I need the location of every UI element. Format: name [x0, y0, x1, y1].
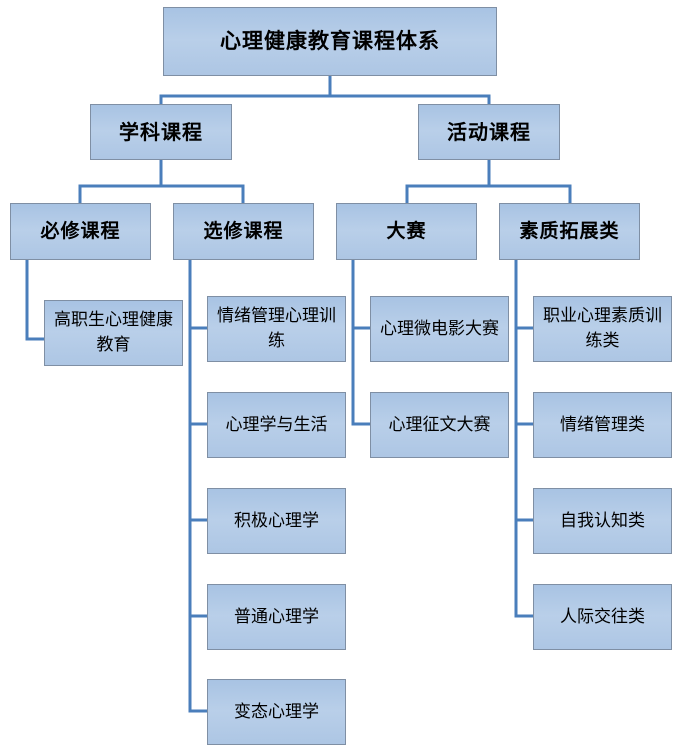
leaf-label: 普通心理学	[234, 606, 319, 627]
leaf-label: 心理征文大赛	[388, 414, 491, 435]
leaf-biantai-xinlixue[interactable]: 变态心理学	[207, 679, 346, 745]
leaf-jiji-xinlixue[interactable]: 积极心理学	[207, 488, 346, 554]
leaf-label: 情绪管理类	[560, 414, 645, 435]
leaf-label: 高职生心理健康教育	[54, 310, 173, 355]
leaf-zhiye-xinli-suzhi-xunlian-lei[interactable]: 职业心理素质训练类	[533, 296, 672, 362]
node-suzhi-tuozhan-label: 素质拓展类	[519, 219, 620, 242]
leaf-label: 人际交往类	[560, 606, 645, 627]
leaf-xinli-weidianying-dasai[interactable]: 心理微电影大赛	[370, 296, 509, 362]
node-root[interactable]: 心理健康教育课程体系	[163, 7, 497, 76]
leaf-renji-jiaowang-lei[interactable]: 人际交往类	[533, 584, 672, 650]
leaf-label: 情绪管理心理训练	[217, 306, 336, 351]
node-xuanxiu-kecheng[interactable]: 选修课程	[173, 203, 314, 260]
node-xuanxiu-kecheng-label: 选修课程	[203, 219, 284, 242]
leaf-label: 积极心理学	[234, 510, 319, 531]
node-dasai-label: 大赛	[386, 219, 427, 242]
leaf-xinlixue-yu-shenghuo[interactable]: 心理学与生活	[207, 392, 346, 458]
leaf-qingxu-guanli-lei[interactable]: 情绪管理类	[533, 392, 672, 458]
node-xueke-kecheng-label: 学科课程	[119, 119, 203, 144]
leaf-qingxu-guanli-xinli-xunlian[interactable]: 情绪管理心理训练	[207, 296, 346, 362]
node-huodong-kecheng-label: 活动课程	[447, 119, 531, 144]
node-bixiu-kecheng[interactable]: 必修课程	[10, 203, 151, 260]
node-suzhi-tuozhan[interactable]: 素质拓展类	[499, 203, 640, 260]
node-root-label: 心理健康教育课程体系	[220, 29, 440, 54]
leaf-label: 变态心理学	[234, 701, 319, 722]
leaf-label: 心理微电影大赛	[380, 318, 499, 339]
leaf-ziwo-renzhi-lei[interactable]: 自我认知类	[533, 488, 672, 554]
node-bixiu-kecheng-label: 必修课程	[40, 219, 121, 242]
leaf-xinli-zhengwen-dasai[interactable]: 心理征文大赛	[370, 392, 509, 458]
leaf-label: 职业心理素质训练类	[543, 306, 662, 351]
leaf-putong-xinlixue[interactable]: 普通心理学	[207, 584, 346, 650]
node-xueke-kecheng[interactable]: 学科课程	[90, 104, 232, 160]
leaf-label: 自我认知类	[560, 510, 645, 531]
node-huodong-kecheng[interactable]: 活动课程	[418, 104, 560, 160]
node-dasai[interactable]: 大赛	[336, 203, 477, 260]
leaf-label: 心理学与生活	[225, 414, 328, 435]
leaf-gaozhisheng-xinli-jiankang-jiaoyu[interactable]: 高职生心理健康教育	[44, 300, 183, 366]
